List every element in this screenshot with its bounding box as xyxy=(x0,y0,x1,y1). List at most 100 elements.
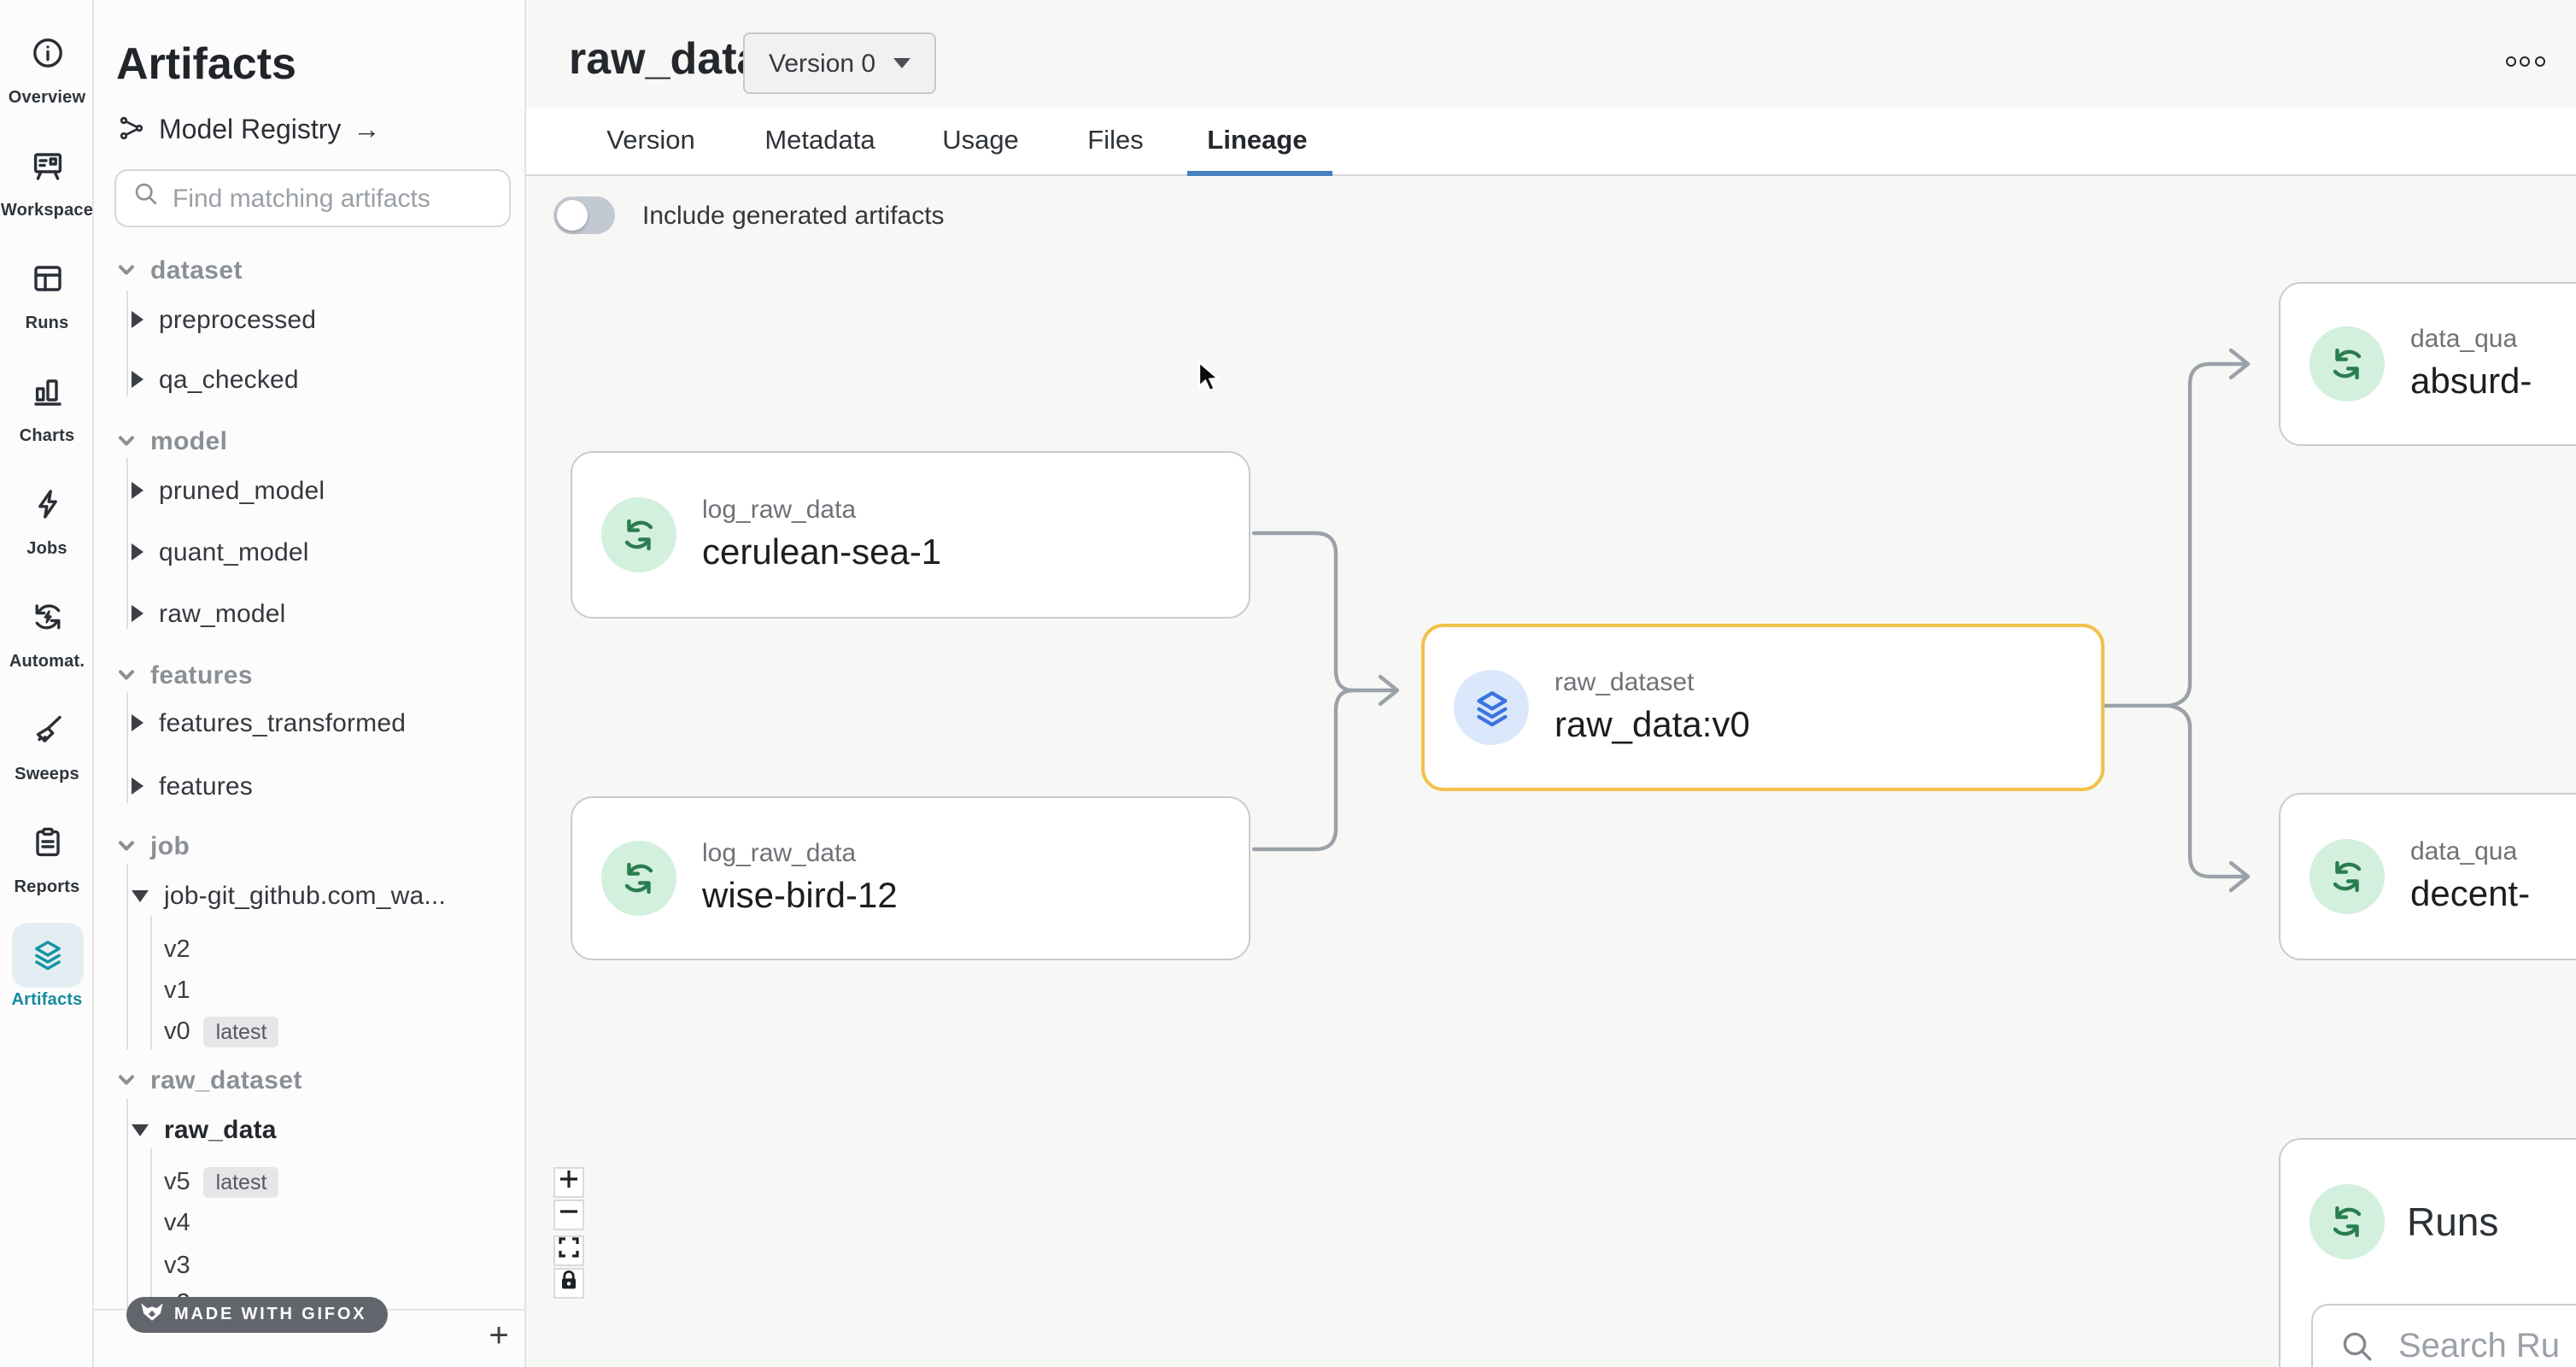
add-artifact-button[interactable]: + xyxy=(489,1317,509,1354)
tree-indent-guide xyxy=(150,1148,152,1309)
sidebar-nav-sweeps[interactable]: Sweeps xyxy=(0,684,94,796)
runs-search-input[interactable] xyxy=(2398,1328,2576,1367)
artifacts-sidebar: Artifacts Model Registry → dataset prepro… xyxy=(94,0,526,1367)
toggle-knob xyxy=(557,200,588,231)
run-icon xyxy=(601,497,676,572)
caret-expanded-icon xyxy=(132,1124,149,1135)
sidebar-nav-runs[interactable]: Runs xyxy=(0,232,94,345)
tree-indent-guide xyxy=(126,1099,128,1309)
model-registry-link[interactable]: Model Registry → xyxy=(116,113,380,150)
tab-files[interactable]: Files xyxy=(1087,126,1144,155)
tree-version-v3-19[interactable]: v3 xyxy=(164,1253,190,1280)
tree-item-job-git_github.com_wa...[interactable]: job-git_github.com_wa... xyxy=(94,877,526,914)
left-nav-rail: Overview Workspace Runs Charts Jobs Auto… xyxy=(0,0,94,1367)
runs-table-icon xyxy=(28,259,66,296)
fit-view-button[interactable] xyxy=(553,1235,584,1266)
tree-group-raw_dataset[interactable]: raw_dataset xyxy=(94,1061,526,1099)
more-options-button[interactable] xyxy=(2499,41,2550,82)
sidebar-nav-reports[interactable]: Reports xyxy=(0,796,94,909)
lineage-node-raw-data-v0[interactable]: raw_dataset raw_data:v0 xyxy=(1421,624,2105,791)
run-icon xyxy=(601,841,676,916)
sidebar-title: Artifacts xyxy=(116,38,296,89)
lineage-node-decent[interactable]: data_qua decent- xyxy=(2279,793,2576,960)
lock-button[interactable] xyxy=(553,1268,584,1299)
mouse-cursor xyxy=(1197,361,1221,392)
main-panel: raw_data Version 0 Version Metadata Usage F… xyxy=(526,0,2576,1367)
lineage-node-wise-bird-12[interactable]: log_raw_data wise-bird-12 xyxy=(571,796,1250,960)
artifact-search-input[interactable] xyxy=(173,184,494,213)
active-tab-underline xyxy=(1187,171,1332,176)
sidebar-nav-artifacts[interactable]: Artifacts xyxy=(0,909,94,1022)
tree-version-v4-18[interactable]: v4 xyxy=(164,1210,190,1237)
tab-usage[interactable]: Usage xyxy=(942,126,1019,155)
tree-item-raw_data[interactable]: raw_data xyxy=(94,1111,526,1148)
caret-expanded-icon xyxy=(132,889,149,901)
artifacts-icon xyxy=(28,936,66,973)
runs-group-label: Runs xyxy=(2407,1199,2499,1243)
workspace-icon xyxy=(28,146,66,184)
chevron-down-icon xyxy=(893,58,910,68)
tab-version[interactable]: Version xyxy=(606,126,695,155)
chevron-down-icon xyxy=(119,265,134,275)
sidebar-nav-automat[interactable]: Automat. xyxy=(0,571,94,684)
made-with-gifox-badge: MADE WITH GIFOX xyxy=(126,1297,388,1333)
charts-icon xyxy=(28,372,66,409)
arrow-right-icon: → xyxy=(353,116,381,145)
runs-group-node[interactable]: Runs xyxy=(2279,1138,2576,1367)
artifact-header: raw_data Version 0 xyxy=(526,0,2576,108)
tab-metadata[interactable]: Metadata xyxy=(764,126,875,155)
tree-group-job[interactable]: job xyxy=(94,827,526,865)
caret-collapsed-icon xyxy=(132,605,143,622)
tree-group-features[interactable]: features xyxy=(94,656,526,694)
tree-version-v1-13[interactable]: v1 xyxy=(164,977,190,1005)
caret-collapsed-icon xyxy=(132,714,143,731)
tree-item-raw_model[interactable]: raw_model xyxy=(94,595,526,632)
run-icon xyxy=(2310,1184,2385,1259)
tree-indent-guide xyxy=(126,865,128,1049)
version-selector-button[interactable]: Version 0 xyxy=(743,32,936,94)
sweeps-icon xyxy=(28,710,66,748)
tree-item-qa_checked[interactable]: qa_checked xyxy=(94,361,526,398)
sidebar-nav-overview[interactable]: Overview xyxy=(0,7,94,120)
tree-group-dataset[interactable]: dataset xyxy=(94,251,526,289)
reports-icon xyxy=(28,823,66,860)
version-selector-label: Version 0 xyxy=(769,49,876,78)
sidebar-nav-jobs[interactable]: Jobs xyxy=(0,458,94,571)
zoom-out-button[interactable] xyxy=(553,1200,584,1230)
runs-search-box xyxy=(2311,1304,2576,1367)
tree-group-model[interactable]: model xyxy=(94,422,526,460)
caret-collapsed-icon xyxy=(132,311,143,328)
include-generated-artifacts-toggle[interactable] xyxy=(553,197,615,234)
canvas-zoom-controls xyxy=(553,1167,584,1300)
lock-icon xyxy=(559,1268,579,1299)
tab-lineage[interactable]: Lineage xyxy=(1207,126,1308,155)
tree-item-pruned_model[interactable]: pruned_model xyxy=(94,472,526,509)
tree-version-v2-12[interactable]: v2 xyxy=(164,936,190,964)
zoom-in-button[interactable] xyxy=(553,1167,584,1198)
tree-item-preprocessed[interactable]: preprocessed xyxy=(94,301,526,338)
gifox-badge-label: MADE WITH GIFOX xyxy=(174,1305,367,1324)
chevron-down-icon xyxy=(119,436,134,446)
lineage-node-absurd[interactable]: data_qua absurd- xyxy=(2279,282,2576,446)
automations-icon xyxy=(28,597,66,635)
lineage-canvas[interactable]: Include generated artifacts log_raw_data… xyxy=(526,176,2576,1367)
page-title: raw_data xyxy=(569,32,762,84)
tree-item-features[interactable]: features xyxy=(94,767,526,805)
sidebar-nav-workspace[interactable]: Workspace xyxy=(0,120,94,232)
search-icon xyxy=(2339,1328,2376,1367)
tree-item-quant_model[interactable]: quant_model xyxy=(94,533,526,571)
tree-indent-guide xyxy=(126,458,128,629)
zoom-in-icon xyxy=(559,1167,579,1198)
caret-collapsed-icon xyxy=(132,543,143,560)
tree-indent-guide xyxy=(150,916,152,1049)
lineage-node-cerulean-sea-1[interactable]: log_raw_data cerulean-sea-1 xyxy=(571,451,1250,619)
model-registry-label: Model Registry xyxy=(159,116,342,145)
chevron-down-icon xyxy=(119,670,134,680)
tree-item-features_transformed[interactable]: features_transformed xyxy=(94,704,526,742)
sidebar-nav-charts[interactable]: Charts xyxy=(0,345,94,458)
caret-collapsed-icon xyxy=(132,371,143,388)
